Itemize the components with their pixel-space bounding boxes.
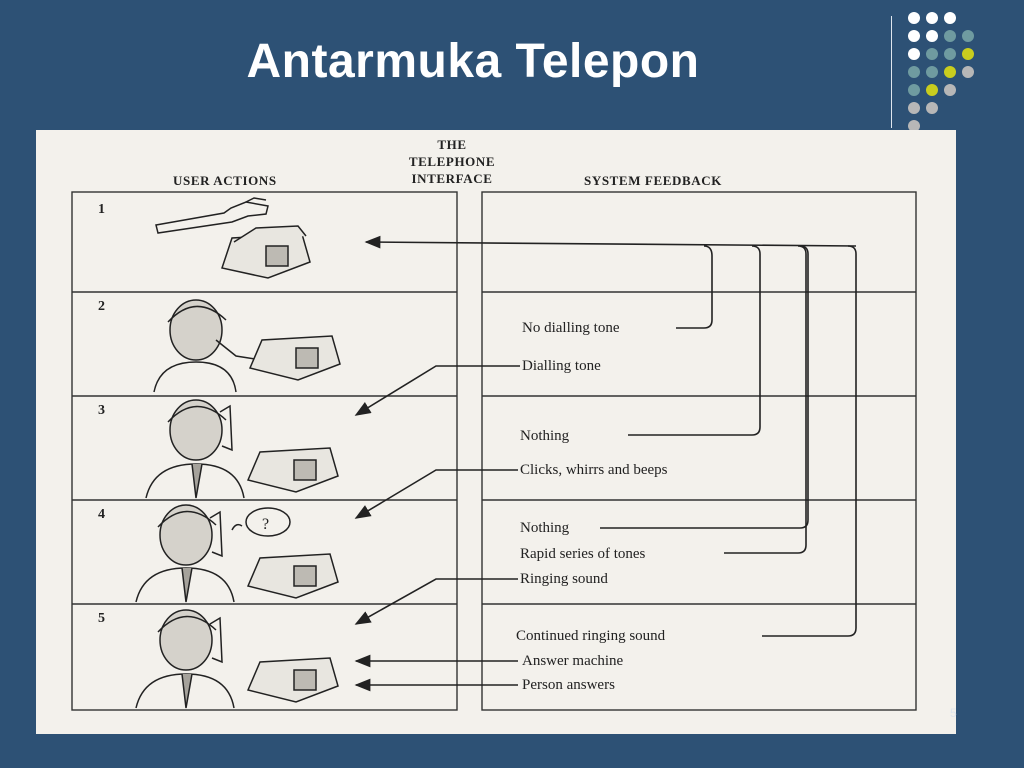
decorative-dot bbox=[962, 30, 974, 42]
decorative-dot bbox=[908, 12, 920, 24]
decorative-dot bbox=[926, 66, 938, 78]
telephone-icon bbox=[221, 225, 311, 279]
decorative-dot bbox=[908, 48, 920, 60]
feedback-person-answers: Person answers bbox=[522, 677, 615, 693]
telephone-icon bbox=[246, 447, 339, 493]
decorative-dot bbox=[926, 102, 938, 114]
feedback-no-dialling-tone: No dialling tone bbox=[522, 320, 620, 336]
slide-title: Antarmuka Telepon bbox=[246, 35, 700, 88]
row-number-1: 1 bbox=[98, 202, 105, 217]
feedback-arrows bbox=[354, 235, 857, 692]
page-number: 5 bbox=[950, 706, 957, 720]
row-number-5: 5 bbox=[98, 611, 105, 626]
decorative-dot bbox=[908, 66, 920, 78]
decorative-dot bbox=[908, 102, 920, 114]
person-listening-illustration bbox=[145, 399, 245, 499]
decorative-dot bbox=[908, 84, 920, 96]
telephone-icon bbox=[246, 553, 339, 599]
telephone-icon bbox=[246, 657, 339, 703]
feedback-clicks: Clicks, whirrs and beeps bbox=[520, 462, 668, 478]
telephone-icon bbox=[248, 335, 341, 381]
person-dialling-illustration bbox=[153, 299, 275, 393]
row-number-4: 4 bbox=[98, 507, 105, 522]
feedback-continued-ringing: Continued ringing sound bbox=[516, 628, 666, 644]
person-puzzled-illustration bbox=[135, 504, 291, 603]
decorative-dot-grid bbox=[908, 12, 1018, 172]
feedback-nothing-1: Nothing bbox=[520, 428, 570, 444]
feedback-dialling-tone: Dialling tone bbox=[522, 358, 601, 374]
decorative-dot bbox=[944, 66, 956, 78]
person-answered-illustration bbox=[135, 609, 235, 709]
feedback-rapid-tones: Rapid series of tones bbox=[520, 546, 646, 562]
header-interface-line3: INTERFACE bbox=[411, 171, 492, 186]
decorative-dot bbox=[944, 30, 956, 42]
decorative-dot bbox=[926, 12, 938, 24]
decorative-dot bbox=[926, 30, 938, 42]
decorative-dot bbox=[944, 48, 956, 60]
row-number-3: 3 bbox=[98, 403, 105, 418]
decorative-dot bbox=[926, 84, 938, 96]
decorative-dot bbox=[908, 120, 920, 132]
system-feedback-table bbox=[481, 191, 917, 711]
decorative-dot bbox=[962, 48, 974, 60]
telephone-interface-diagram: USER ACTIONS THE TELEPHONE INTERFACE SYS… bbox=[36, 130, 956, 734]
decorative-dot bbox=[944, 84, 956, 96]
header-system-feedback: SYSTEM FEEDBACK bbox=[584, 173, 722, 188]
feedback-answer-machine: Answer machine bbox=[522, 653, 624, 669]
decorative-dot bbox=[926, 48, 938, 60]
decorative-dot bbox=[944, 12, 956, 24]
thought-bubble-question: ? bbox=[262, 516, 269, 533]
feedback-nothing-2: Nothing bbox=[520, 520, 570, 536]
header-user-actions: USER ACTIONS bbox=[173, 173, 277, 188]
decorative-dot bbox=[908, 30, 920, 42]
title-divider bbox=[891, 16, 892, 128]
hand-reaching-illustration bbox=[155, 197, 269, 234]
decorative-dot bbox=[962, 66, 974, 78]
header-interface-line2: TELEPHONE bbox=[409, 154, 495, 169]
feedback-ringing-sound: Ringing sound bbox=[520, 571, 608, 587]
row-number-2: 2 bbox=[98, 299, 105, 314]
header-interface-line1: THE bbox=[437, 137, 466, 152]
diagram-svg: USER ACTIONS THE TELEPHONE INTERFACE SYS… bbox=[71, 137, 917, 711]
